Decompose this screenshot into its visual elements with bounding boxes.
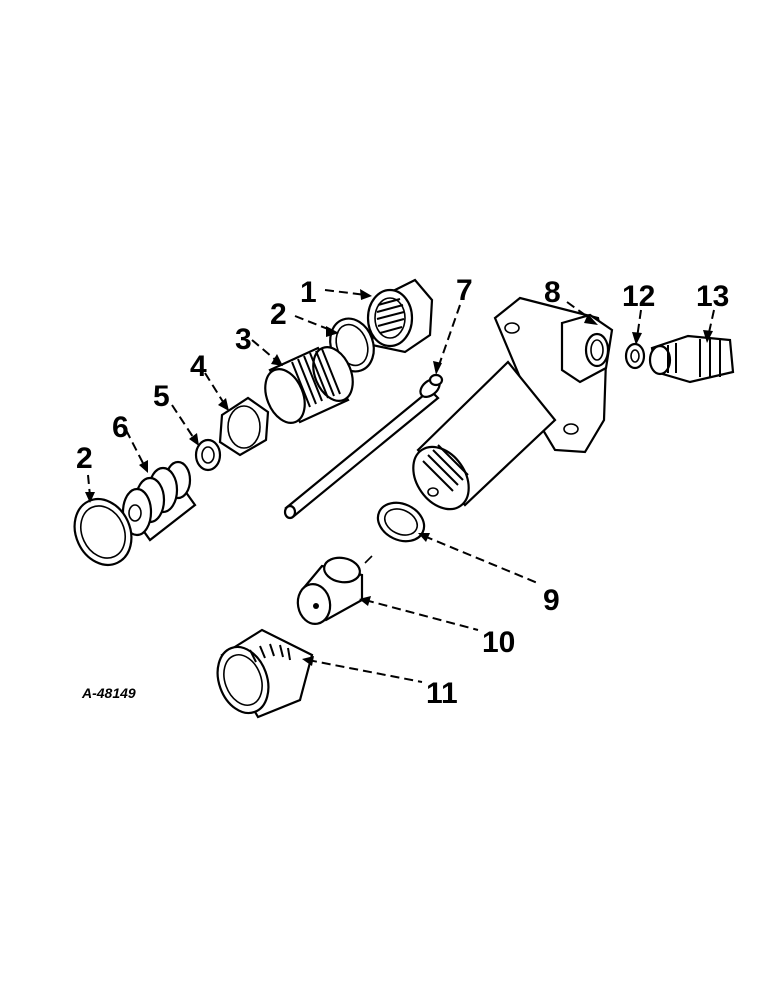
callout-2-lower: 2 [76,442,93,475]
part-10-nozzle [296,555,373,625]
callout-9: 9 [543,584,560,617]
part-1-nut [366,278,434,354]
leader-6 [125,429,146,468]
callout-4: 4 [190,350,207,383]
leader-5 [171,404,196,441]
part-12-o-ring [624,342,646,370]
leader-4 [204,372,226,406]
part-11-cap-nut [216,628,314,719]
part-9-seal-washer [376,501,426,543]
callout-6: 6 [112,411,129,444]
part-2-washer-lower [73,498,133,566]
callout-labels: 1 2 2 3 4 5 6 7 8 9 10 11 12 13 A-48149 [76,274,729,710]
part-4-jam-nut [218,396,270,457]
part-13-fitting [648,334,735,384]
callout-8: 8 [544,276,561,309]
leader-9 [423,535,541,585]
callout-5: 5 [153,380,170,413]
callout-13: 13 [696,280,729,313]
part-7-push-rod [283,373,444,520]
leader-11 [307,659,423,683]
figure-id-label: A-48149 [81,685,136,701]
callout-2-upper: 2 [270,298,287,331]
leader-10 [364,599,479,631]
callout-10: 10 [482,626,515,659]
leader-3 [251,339,279,363]
callout-1: 1 [300,276,317,309]
arrowheads [85,289,713,666]
leader-8 [566,301,593,321]
callout-12: 12 [622,280,655,313]
part-3-threaded-sleeve [264,346,354,424]
leader-13 [707,309,715,338]
part-6-spool [121,460,197,542]
leader-7 [437,304,461,369]
leader-12 [636,309,642,339]
callout-3: 3 [235,323,252,356]
part-5-small-washer [194,438,222,472]
part-8-nozzle-holder-body [412,296,614,511]
leader-1 [324,289,367,296]
callout-11: 11 [426,677,458,710]
callout-7: 7 [456,274,473,307]
